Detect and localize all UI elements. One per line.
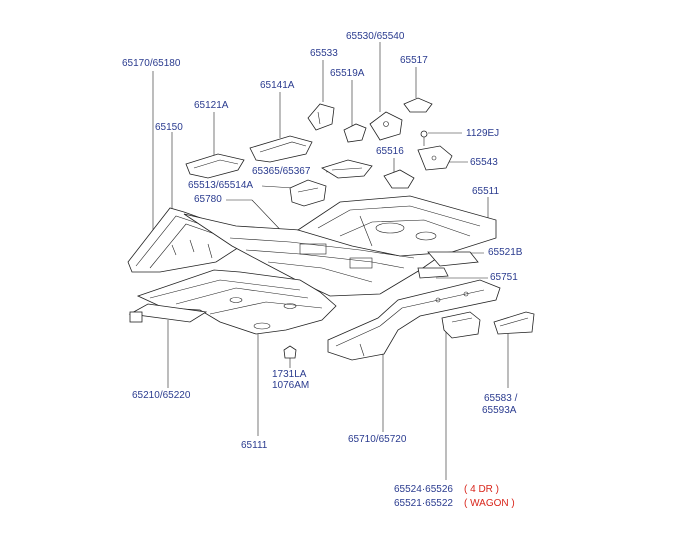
bracket-65516-part [383, 169, 415, 189]
bracket-65519a-part [343, 123, 367, 143]
label-65513-65514a: 65513/65514A [188, 180, 254, 191]
label-65521-65522: 65521·65522 [394, 498, 453, 509]
front-floor-part [136, 269, 337, 335]
label-65533: 65533 [310, 48, 338, 59]
label-65150: 65150 [155, 122, 183, 133]
label-65141a: 65141A [260, 80, 295, 91]
note-4dr: ( 4 DR ) [464, 484, 499, 495]
label-65365-65367: 65365/65367 [252, 166, 311, 177]
label-65710-65720: 65710/65720 [348, 434, 407, 445]
label-65521b: 65521B [488, 247, 523, 258]
label-65210-65220: 65210/65220 [132, 390, 191, 401]
label-65593a: 65593A [482, 405, 517, 416]
note-wagon: ( WAGON ) [464, 498, 515, 509]
label-1076am: 1076AM [272, 380, 310, 391]
label-65511: 65511 [472, 186, 500, 197]
bracket-65543-part [417, 145, 453, 171]
cross-member-part [128, 303, 208, 323]
label-1129ej: 1129EJ [466, 128, 500, 139]
bracket-65141a-part [249, 135, 313, 163]
bracket-65513-part [289, 179, 327, 207]
label-65543: 65543 [470, 157, 498, 168]
rear-side-member-part [327, 279, 501, 361]
bracket-65521b-part [417, 251, 479, 279]
label-65111: 65111 [241, 440, 268, 451]
label-65780: 65780 [194, 194, 222, 205]
label-65170-65180: 65170/65180 [122, 58, 181, 69]
bracket-65517-part [403, 97, 433, 113]
label-65517: 65517 [400, 55, 428, 66]
label-1731la: 1731LA [272, 369, 307, 380]
rear-floor-part [297, 195, 497, 257]
bracket-65533-part [307, 103, 335, 131]
bracket-65365-part [321, 159, 373, 179]
bracket-65524-part [441, 311, 481, 339]
bracket-65121a-part [185, 153, 245, 179]
label-65530-65540: 65530/65540 [346, 31, 405, 42]
label-65583: 65583 / [484, 393, 518, 404]
label-65751: 65751 [490, 272, 518, 283]
bolt-1129ej-part [420, 130, 428, 146]
plug-part [283, 345, 297, 359]
label-65524-65526: 65524·65526 [394, 484, 453, 495]
label-65516: 65516 [376, 146, 404, 157]
extension-65583-part [493, 311, 535, 335]
label-65121a: 65121A [194, 100, 229, 111]
bracket-65530-part [369, 111, 403, 141]
side-sill-part [127, 207, 251, 273]
label-65519a: 65519A [330, 68, 365, 79]
